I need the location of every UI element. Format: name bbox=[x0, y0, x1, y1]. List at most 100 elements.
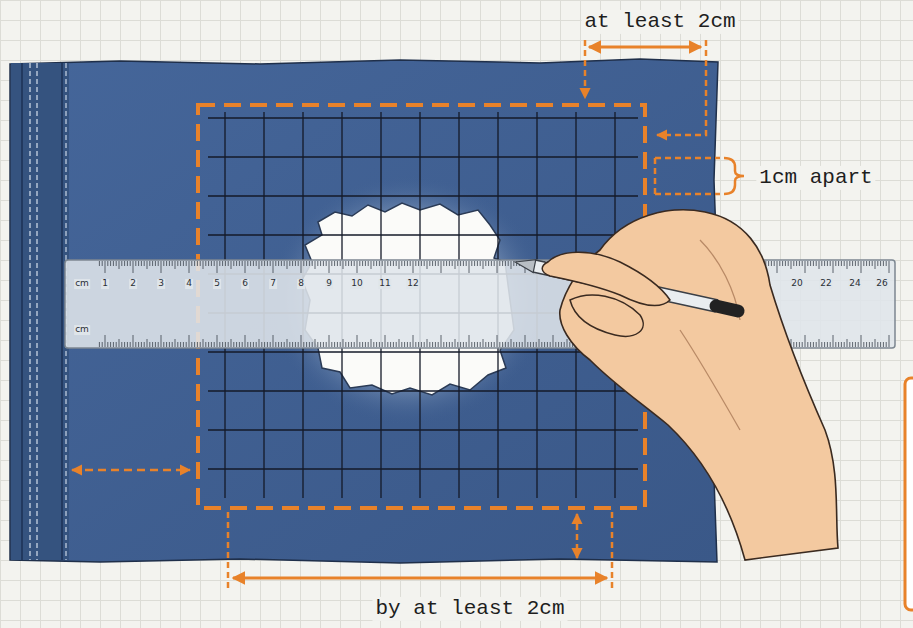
ruler-tick bbox=[306, 261, 307, 266]
ruler-tick bbox=[539, 339, 540, 347]
ruler-tick bbox=[362, 342, 363, 347]
ruler-tick bbox=[404, 261, 405, 266]
ruler-tick bbox=[382, 261, 383, 266]
ruler-tick bbox=[852, 261, 853, 266]
ruler-tick bbox=[135, 261, 136, 266]
ruler-tick bbox=[301, 261, 302, 273]
ruler-tick bbox=[480, 342, 481, 347]
ruler-tick bbox=[110, 261, 111, 266]
margin-arrow bbox=[576, 514, 579, 558]
ruler-tick bbox=[368, 342, 369, 347]
ruler-tick bbox=[124, 342, 125, 347]
ruler-tick bbox=[799, 342, 800, 347]
ruler-tick bbox=[177, 261, 178, 266]
ruler-tick bbox=[102, 261, 103, 266]
ruler-tick bbox=[149, 342, 150, 347]
ruler-tick bbox=[833, 261, 834, 273]
ruler-tick bbox=[211, 261, 212, 266]
ruler-tick bbox=[357, 335, 358, 347]
ruler-tick bbox=[197, 342, 198, 347]
ruler-number: 10 bbox=[350, 279, 363, 289]
ruler-tick bbox=[309, 261, 310, 266]
ruler-tick bbox=[233, 261, 234, 266]
ruler-tick bbox=[233, 342, 234, 347]
ruler-tick bbox=[807, 342, 808, 347]
ruler-tick bbox=[175, 261, 176, 269]
ruler-tick bbox=[415, 261, 416, 266]
leader-line bbox=[227, 512, 230, 592]
ruler-tick bbox=[474, 342, 475, 347]
ruler-tick bbox=[121, 261, 122, 266]
ruler-tick bbox=[550, 342, 551, 347]
ruler-tick bbox=[107, 342, 108, 347]
ruler-tick bbox=[849, 342, 850, 347]
ruler-tick bbox=[793, 342, 794, 347]
ruler-tick bbox=[404, 342, 405, 347]
ruler-tick bbox=[348, 342, 349, 347]
ruler-tick bbox=[438, 342, 439, 347]
ruler-tick bbox=[373, 342, 374, 347]
ruler-tick bbox=[130, 261, 131, 266]
pen-cap bbox=[716, 306, 738, 311]
stitch-line bbox=[36, 63, 37, 560]
ruler-tick bbox=[256, 261, 257, 266]
ruler-tick bbox=[841, 342, 842, 347]
ruler-tick bbox=[116, 261, 117, 266]
ruler-tick bbox=[152, 342, 153, 347]
ruler-tick bbox=[152, 261, 153, 266]
ruler-tick bbox=[191, 261, 192, 266]
ruler-tick bbox=[872, 261, 873, 266]
seam-band bbox=[11, 63, 69, 560]
ruler-tick bbox=[564, 342, 565, 347]
ruler-tick bbox=[866, 342, 867, 347]
ruler-tick bbox=[107, 261, 108, 266]
ruler-tick bbox=[267, 342, 268, 347]
ruler-tick bbox=[323, 261, 324, 266]
ruler-tick bbox=[438, 261, 439, 266]
ruler-tick bbox=[351, 342, 352, 347]
ruler-tick bbox=[365, 342, 366, 347]
ruler-tick bbox=[116, 342, 117, 347]
ruler-tick bbox=[519, 342, 520, 347]
ruler-tick bbox=[505, 342, 506, 347]
ruler-tick bbox=[547, 342, 548, 347]
ruler-tick bbox=[835, 342, 836, 347]
ruler-tick bbox=[172, 342, 173, 347]
ruler-tick bbox=[219, 261, 220, 266]
ruler-tick bbox=[457, 342, 458, 347]
ruler-tick bbox=[183, 342, 184, 347]
ruler-tick bbox=[239, 261, 240, 266]
ruler-tick bbox=[284, 261, 285, 266]
ruler-tick bbox=[446, 342, 447, 347]
ruler-tick bbox=[886, 261, 887, 266]
ruler-tick bbox=[191, 342, 192, 347]
ruler-tick bbox=[281, 261, 282, 266]
ruler-tick bbox=[189, 335, 190, 347]
ruler-number: 5 bbox=[213, 279, 221, 289]
ruler-tick bbox=[161, 335, 162, 347]
ruler-tick bbox=[236, 342, 237, 347]
seam-line bbox=[21, 63, 23, 560]
ruler-tick bbox=[460, 342, 461, 347]
ruler-tick bbox=[418, 342, 419, 347]
ruler-tick bbox=[849, 261, 850, 266]
ruler-tick bbox=[298, 261, 299, 266]
ruler-tick bbox=[315, 339, 316, 347]
ruler-tick bbox=[208, 342, 209, 347]
ruler-tick bbox=[309, 342, 310, 347]
ruler-tick bbox=[396, 261, 397, 266]
ruler-tick bbox=[805, 335, 806, 347]
ruler-tick bbox=[469, 261, 470, 273]
ruler-tick bbox=[133, 335, 134, 347]
ruler-tick bbox=[449, 261, 450, 266]
ruler-tick bbox=[354, 261, 355, 266]
ruler-tick bbox=[180, 261, 181, 266]
ruler-tick bbox=[435, 342, 436, 347]
ruler-tick bbox=[429, 261, 430, 266]
ruler-tick bbox=[525, 335, 526, 347]
ruler-tick bbox=[141, 261, 142, 266]
ruler-tick bbox=[880, 261, 881, 266]
ruler-tick bbox=[429, 342, 430, 347]
ruler-tick bbox=[270, 261, 271, 266]
leader-line bbox=[611, 512, 614, 592]
